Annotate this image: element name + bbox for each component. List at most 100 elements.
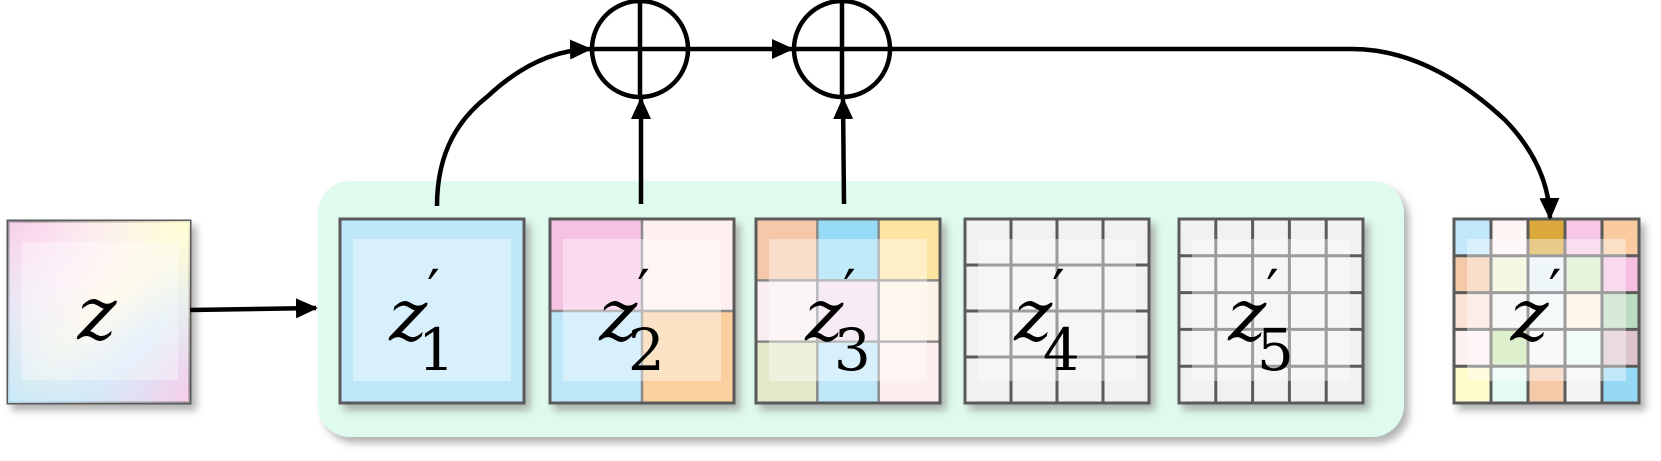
grid-cell <box>1491 292 1528 330</box>
grid-cell <box>1326 366 1363 403</box>
output-map <box>1452 217 1641 405</box>
grid-cell <box>1326 255 1363 293</box>
block-border <box>548 217 736 405</box>
scale-map-4 <box>963 217 1151 405</box>
scale-label-3: z′3 <box>804 259 871 384</box>
grid-cell <box>642 219 734 311</box>
grid-cell <box>1252 219 1290 256</box>
scale-map-1 <box>338 217 526 405</box>
arrow-z3-to-plus2 <box>833 97 854 205</box>
grid-cell <box>1289 329 1327 367</box>
arrow-z1-to-plus1 <box>434 39 592 207</box>
label-subscript: 1 <box>418 316 455 384</box>
grid-cell <box>1454 292 1491 330</box>
input-label: z <box>77 271 118 357</box>
grid-cell <box>1565 366 1602 403</box>
grid-cell <box>1011 265 1057 311</box>
grid-cell <box>1057 357 1103 403</box>
grid-cell <box>642 311 734 403</box>
label-prime: ′ <box>1549 259 1562 324</box>
grid-cell <box>1215 292 1253 330</box>
grid-cell <box>1454 219 1491 256</box>
output-label: z′ <box>1510 259 1562 357</box>
grid-cell <box>1057 311 1103 357</box>
grid-cell <box>1565 255 1602 293</box>
label-prime: ′ <box>637 259 650 324</box>
grid-cell <box>1491 219 1528 256</box>
grid-cell <box>1491 255 1528 293</box>
output-block: z′ <box>1452 217 1641 405</box>
label-base: z <box>1013 273 1053 357</box>
grid-cell <box>1289 292 1327 330</box>
block-overlay <box>1467 239 1626 381</box>
grid-cell <box>1454 329 1491 367</box>
grid-cell <box>1252 366 1290 403</box>
label-subscript: 3 <box>834 316 871 384</box>
grid-cell <box>1057 219 1103 265</box>
grid-cell <box>1252 329 1290 367</box>
grid-cell <box>1011 219 1057 265</box>
grid-cell <box>878 341 940 403</box>
scale-map-3 <box>754 217 942 405</box>
grid-cell <box>1454 255 1491 293</box>
grid-cell <box>756 341 818 403</box>
grid-cell <box>878 280 940 342</box>
grid-cell <box>878 219 940 281</box>
grid-cell <box>1289 255 1327 293</box>
grid-cell <box>1491 329 1528 367</box>
grid-cell <box>1565 219 1602 256</box>
grid-cell <box>817 341 879 403</box>
grid-cell <box>1215 255 1253 293</box>
grid-cell <box>817 219 879 281</box>
input-arrow <box>189 298 318 319</box>
grid-cell <box>340 219 524 403</box>
scale-map-2 <box>548 217 736 405</box>
grid-cell <box>817 280 879 342</box>
label-base: z <box>1227 273 1267 357</box>
plus-operator-2 <box>791 0 893 100</box>
label-base: z <box>1510 273 1550 357</box>
grid-cell <box>1565 292 1602 330</box>
grid-cell <box>1602 255 1639 293</box>
grid-cell <box>965 311 1011 357</box>
grid-cell <box>1528 292 1565 330</box>
grid-cell <box>965 265 1011 311</box>
grid-cell <box>756 280 818 342</box>
grid-cell <box>1326 329 1363 367</box>
label-prime: ′ <box>1052 259 1065 324</box>
label-prime: ′ <box>1266 259 1279 324</box>
scale-label-2: z′2 <box>598 259 665 384</box>
block-border <box>963 217 1151 405</box>
grid-cell <box>1179 219 1216 256</box>
scale-label-5: z′5 <box>1227 259 1294 384</box>
block-overlay <box>769 239 927 381</box>
grid-cell <box>1528 255 1565 293</box>
scale-map-5 <box>1177 217 1365 405</box>
plus-operator-1 <box>589 0 691 100</box>
grid-cell <box>1289 366 1327 403</box>
grid-cell <box>1454 366 1491 403</box>
grid-cell <box>1215 366 1253 403</box>
block-overlay <box>978 239 1136 381</box>
grid-cell <box>1528 329 1565 367</box>
grid-cell <box>1215 329 1253 367</box>
grid-cell <box>1289 219 1327 256</box>
grid-cell <box>965 219 1011 265</box>
scale-label-1: z′1 <box>388 259 455 384</box>
label-subscript: 4 <box>1043 316 1080 384</box>
grid-cell <box>550 311 642 403</box>
grid-cell <box>1011 357 1057 403</box>
label-base: z <box>388 273 428 357</box>
input-block <box>6 219 192 405</box>
grid-cell <box>1528 219 1565 256</box>
grid-cell <box>1179 329 1216 367</box>
grid-cell <box>1103 219 1149 265</box>
grid-cell <box>1565 329 1602 367</box>
grid-cell <box>965 357 1011 403</box>
label-base: z <box>804 273 844 357</box>
grid-cell <box>1602 366 1639 403</box>
grid-cell <box>1602 329 1639 367</box>
block-border <box>338 217 526 405</box>
